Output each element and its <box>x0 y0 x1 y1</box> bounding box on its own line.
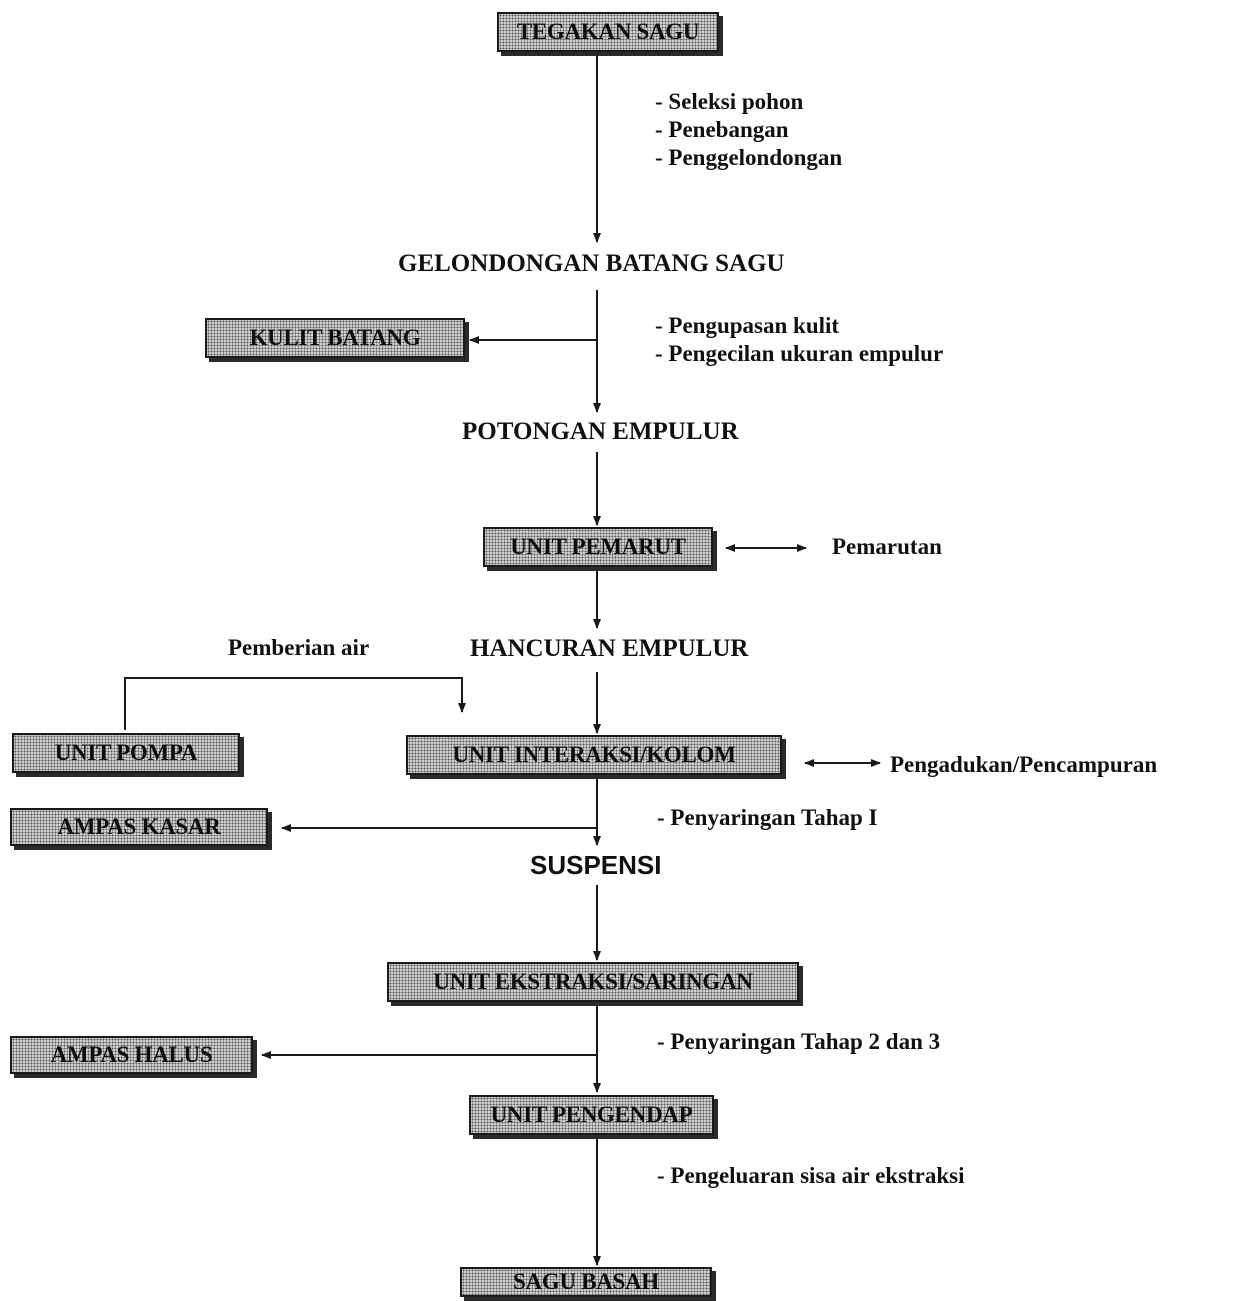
box-unit-ekstraksi-label: UNIT EKSTRAKSI/SARINGAN <box>433 969 753 994</box>
box-ampas-halus-label: AMPAS HALUS <box>50 1042 213 1067</box>
box-ampas-kasar-label: AMPAS KASAR <box>57 814 221 839</box>
box-ampas-kasar: AMPAS KASAR <box>10 808 268 846</box>
label-hancuran-empulur: HANCURAN EMPULUR <box>470 635 749 662</box>
box-unit-pompa-label: UNIT POMPA <box>54 740 198 765</box>
box-kulit-batang-label: KULIT BATANG <box>249 325 421 350</box>
box-unit-interaksi: UNIT INTERAKSI/KOLOM <box>406 735 782 775</box>
label-potongan-empulur: POTONGAN EMPULUR <box>462 418 739 445</box>
step-seleksi-pohon: - Seleksi pohon <box>655 89 804 114</box>
tegakan-process-steps: - Seleksi pohon - Penebangan - Penggelon… <box>655 88 842 172</box>
box-unit-pemarut: UNIT PEMARUT <box>483 527 713 567</box>
note-pengeluaran: - Pengeluaran sisa air ekstraksi <box>657 1163 965 1188</box>
box-kulit-batang: KULIT BATANG <box>205 318 465 358</box>
label-suspensi: SUSPENSI <box>530 850 662 880</box>
box-unit-pengendap-label: UNIT PENGENDAP <box>490 1102 693 1127</box>
note-penyaringan-2-3: - Penyaringan Tahap 2 dan 3 <box>657 1029 941 1054</box>
box-ampas-halus: AMPAS HALUS <box>10 1036 253 1074</box>
label-gelondongan: GELONDONGAN BATANG SAGU <box>398 250 785 277</box>
box-unit-pemarut-label: UNIT PEMARUT <box>510 534 686 559</box>
step-pengupasan-kulit: - Pengupasan kulit <box>655 313 840 338</box>
note-penyaringan-1: - Penyaringan Tahap I <box>657 805 878 830</box>
box-sagu-basah-label: SAGU BASAH <box>513 1269 659 1294</box>
box-sagu-basah: SAGU BASAH <box>460 1267 712 1297</box>
note-pengadukan: Pengadukan/Pencampuran <box>890 752 1158 777</box>
note-pemarutan: Pemarutan <box>832 534 942 559</box>
step-penebangan: - Penebangan <box>655 117 789 142</box>
note-pemberian-air: Pemberian air <box>228 635 370 660</box>
box-unit-pompa: UNIT POMPA <box>12 733 240 773</box>
step-penggelondongan: - Penggelondongan <box>655 145 843 170</box>
box-unit-pengendap: UNIT PENGENDAP <box>469 1095 714 1135</box>
box-unit-interaksi-label: UNIT INTERAKSI/KOLOM <box>452 742 736 767</box>
box-unit-ekstraksi: UNIT EKSTRAKSI/SARINGAN <box>387 962 799 1002</box>
box-tegakan-sagu: TEGAKAN SAGU <box>497 12 719 52</box>
water-loop-line <box>124 677 466 730</box>
step-pengecilan-ukuran: - Pengecilan ukuran empulur <box>655 341 944 366</box>
box-tegakan-sagu-label: TEGAKAN SAGU <box>516 19 700 44</box>
kulit-process-steps: - Pengupasan kulit - Pengecilan ukuran e… <box>655 312 943 368</box>
